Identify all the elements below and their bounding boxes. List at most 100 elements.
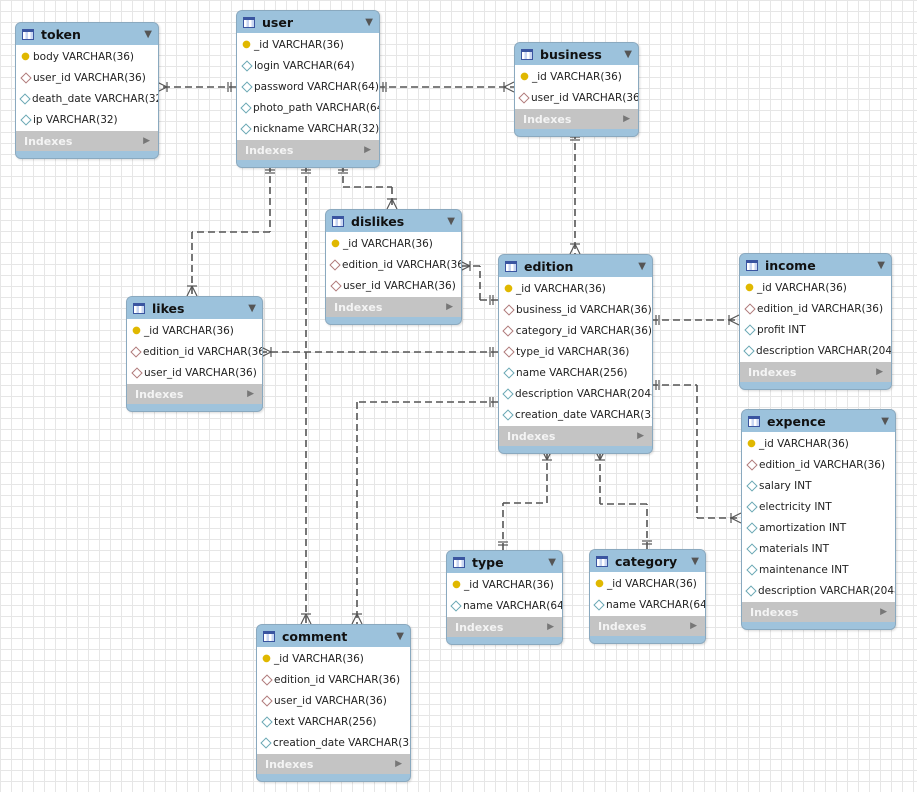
column-row[interactable]: maintenance INT — [742, 559, 895, 580]
expand-arrow-icon[interactable]: ▶ — [547, 622, 554, 632]
expand-arrow-icon[interactable]: ▶ — [623, 114, 630, 124]
table-header[interactable]: edition ▼ — [499, 255, 652, 277]
indexes-section[interactable]: Indexes▶ — [515, 109, 638, 129]
indexes-section[interactable]: Indexes▶ — [127, 384, 262, 404]
column-row[interactable]: user_id VARCHAR(36) — [127, 362, 262, 383]
column-row[interactable]: edition_id VARCHAR(36) — [326, 254, 461, 275]
expand-arrow-icon[interactable]: ▶ — [446, 302, 453, 312]
collapse-triangle-icon[interactable]: ▼ — [881, 415, 889, 427]
column-row[interactable]: name VARCHAR(64) — [447, 595, 562, 616]
column-row[interactable]: user_id VARCHAR(36) — [515, 87, 638, 108]
column-row[interactable]: amortization INT — [742, 517, 895, 538]
indexes-section[interactable]: Indexes▶ — [499, 426, 652, 446]
column-row[interactable]: name VARCHAR(256) — [499, 362, 652, 383]
table-header[interactable]: expence ▼ — [742, 410, 895, 432]
table-header[interactable]: business ▼ — [515, 43, 638, 65]
indexes-section[interactable]: Indexes▶ — [257, 754, 410, 774]
column-row[interactable]: profit INT — [740, 319, 891, 340]
table-header[interactable]: income ▼ — [740, 254, 891, 276]
table-header[interactable]: comment ▼ — [257, 625, 410, 647]
column-row[interactable]: ●_id VARCHAR(36) — [237, 34, 379, 55]
column-row[interactable]: ●_id VARCHAR(36) — [127, 320, 262, 341]
column-row[interactable]: death_date VARCHAR(32) — [16, 88, 158, 109]
table-header[interactable]: dislikes ▼ — [326, 210, 461, 232]
column-row[interactable]: user_id VARCHAR(36) — [326, 275, 461, 296]
table-token[interactable]: token ▼●body VARCHAR(36)user_id VARCHAR(… — [15, 22, 159, 159]
table-likes[interactable]: likes ▼●_id VARCHAR(36)edition_id VARCHA… — [126, 296, 263, 412]
expand-arrow-icon[interactable]: ▶ — [364, 145, 371, 155]
column-row[interactable]: ip VARCHAR(32) — [16, 109, 158, 130]
table-header[interactable]: type ▼ — [447, 551, 562, 573]
collapse-triangle-icon[interactable]: ▼ — [548, 556, 556, 568]
indexes-section[interactable]: Indexes▶ — [742, 602, 895, 622]
column-row[interactable]: description VARCHAR(2048) — [499, 383, 652, 404]
indexes-section[interactable]: Indexes▶ — [16, 131, 158, 151]
column-row[interactable]: description VARCHAR(2048) — [742, 580, 895, 601]
indexes-section[interactable]: Indexes▶ — [237, 140, 379, 160]
expand-arrow-icon[interactable]: ▶ — [690, 621, 697, 631]
column-row[interactable]: creation_date VARCHAR(32) — [257, 732, 410, 753]
table-edition[interactable]: edition ▼●_id VARCHAR(36)business_id VAR… — [498, 254, 653, 454]
column-row[interactable]: type_id VARCHAR(36) — [499, 341, 652, 362]
column-row[interactable]: password VARCHAR(64) — [237, 76, 379, 97]
column-row[interactable]: text VARCHAR(256) — [257, 711, 410, 732]
collapse-triangle-icon[interactable]: ▼ — [691, 555, 699, 567]
table-header[interactable]: user ▼ — [237, 11, 379, 33]
collapse-triangle-icon[interactable]: ▼ — [638, 260, 646, 272]
table-dislikes[interactable]: dislikes ▼●_id VARCHAR(36)edition_id VAR… — [325, 209, 462, 325]
table-header[interactable]: token ▼ — [16, 23, 158, 45]
collapse-triangle-icon[interactable]: ▼ — [624, 48, 632, 60]
column-row[interactable]: edition_id VARCHAR(36) — [257, 669, 410, 690]
table-business[interactable]: business ▼●_id VARCHAR(36)user_id VARCHA… — [514, 42, 639, 137]
expand-arrow-icon[interactable]: ▶ — [637, 431, 644, 441]
column-row[interactable]: category_id VARCHAR(36) — [499, 320, 652, 341]
table-header[interactable]: likes ▼ — [127, 297, 262, 319]
column-row[interactable]: edition_id VARCHAR(36) — [740, 298, 891, 319]
column-row[interactable]: ●body VARCHAR(36) — [16, 46, 158, 67]
expand-arrow-icon[interactable]: ▶ — [876, 367, 883, 377]
column-row[interactable]: ●_id VARCHAR(36) — [742, 433, 895, 454]
column-row[interactable]: ●_id VARCHAR(36) — [447, 574, 562, 595]
expand-arrow-icon[interactable]: ▶ — [143, 136, 150, 146]
column-row[interactable]: business_id VARCHAR(36) — [499, 299, 652, 320]
column-row[interactable]: ●_id VARCHAR(36) — [257, 648, 410, 669]
table-expence[interactable]: expence ▼●_id VARCHAR(36)edition_id VARC… — [741, 409, 896, 630]
column-row[interactable]: photo_path VARCHAR(64) — [237, 97, 379, 118]
column-row[interactable]: nickname VARCHAR(32) — [237, 118, 379, 139]
column-row[interactable]: salary INT — [742, 475, 895, 496]
column-row[interactable]: name VARCHAR(64) — [590, 594, 705, 615]
table-user[interactable]: user ▼●_id VARCHAR(36)login VARCHAR(64)p… — [236, 10, 380, 168]
collapse-triangle-icon[interactable]: ▼ — [396, 630, 404, 642]
column-row[interactable]: creation_date VARCHAR(32) — [499, 404, 652, 425]
column-row[interactable]: ●_id VARCHAR(36) — [590, 573, 705, 594]
indexes-section[interactable]: Indexes▶ — [447, 617, 562, 637]
column-row[interactable]: materials INT — [742, 538, 895, 559]
expand-arrow-icon[interactable]: ▶ — [247, 389, 254, 399]
expand-arrow-icon[interactable]: ▶ — [395, 759, 402, 769]
column-row[interactable]: electricity INT — [742, 496, 895, 517]
collapse-triangle-icon[interactable]: ▼ — [365, 16, 373, 28]
column-row[interactable]: ●_id VARCHAR(36) — [515, 66, 638, 87]
column-row[interactable]: edition_id VARCHAR(36) — [742, 454, 895, 475]
table-comment[interactable]: comment ▼●_id VARCHAR(36)edition_id VARC… — [256, 624, 411, 782]
table-header[interactable]: category ▼ — [590, 550, 705, 572]
column-row[interactable]: ●_id VARCHAR(36) — [499, 278, 652, 299]
table-category[interactable]: category ▼●_id VARCHAR(36)name VARCHAR(6… — [589, 549, 706, 644]
table-income[interactable]: income ▼●_id VARCHAR(36)edition_id VARCH… — [739, 253, 892, 390]
column-row[interactable]: ●_id VARCHAR(36) — [326, 233, 461, 254]
indexes-section[interactable]: Indexes▶ — [326, 297, 461, 317]
collapse-triangle-icon[interactable]: ▼ — [447, 215, 455, 227]
column-row[interactable]: ●_id VARCHAR(36) — [740, 277, 891, 298]
table-type[interactable]: type ▼●_id VARCHAR(36)name VARCHAR(64)In… — [446, 550, 563, 645]
column-row[interactable]: user_id VARCHAR(36) — [16, 67, 158, 88]
column-row[interactable]: edition_id VARCHAR(36) — [127, 341, 262, 362]
column-row[interactable]: login VARCHAR(64) — [237, 55, 379, 76]
collapse-triangle-icon[interactable]: ▼ — [144, 28, 152, 40]
expand-arrow-icon[interactable]: ▶ — [880, 607, 887, 617]
indexes-section[interactable]: Indexes▶ — [740, 362, 891, 382]
collapse-triangle-icon[interactable]: ▼ — [877, 259, 885, 271]
column-row[interactable]: description VARCHAR(2048) — [740, 340, 891, 361]
indexes-section[interactable]: Indexes▶ — [590, 616, 705, 636]
column-row[interactable]: user_id VARCHAR(36) — [257, 690, 410, 711]
collapse-triangle-icon[interactable]: ▼ — [248, 302, 256, 314]
